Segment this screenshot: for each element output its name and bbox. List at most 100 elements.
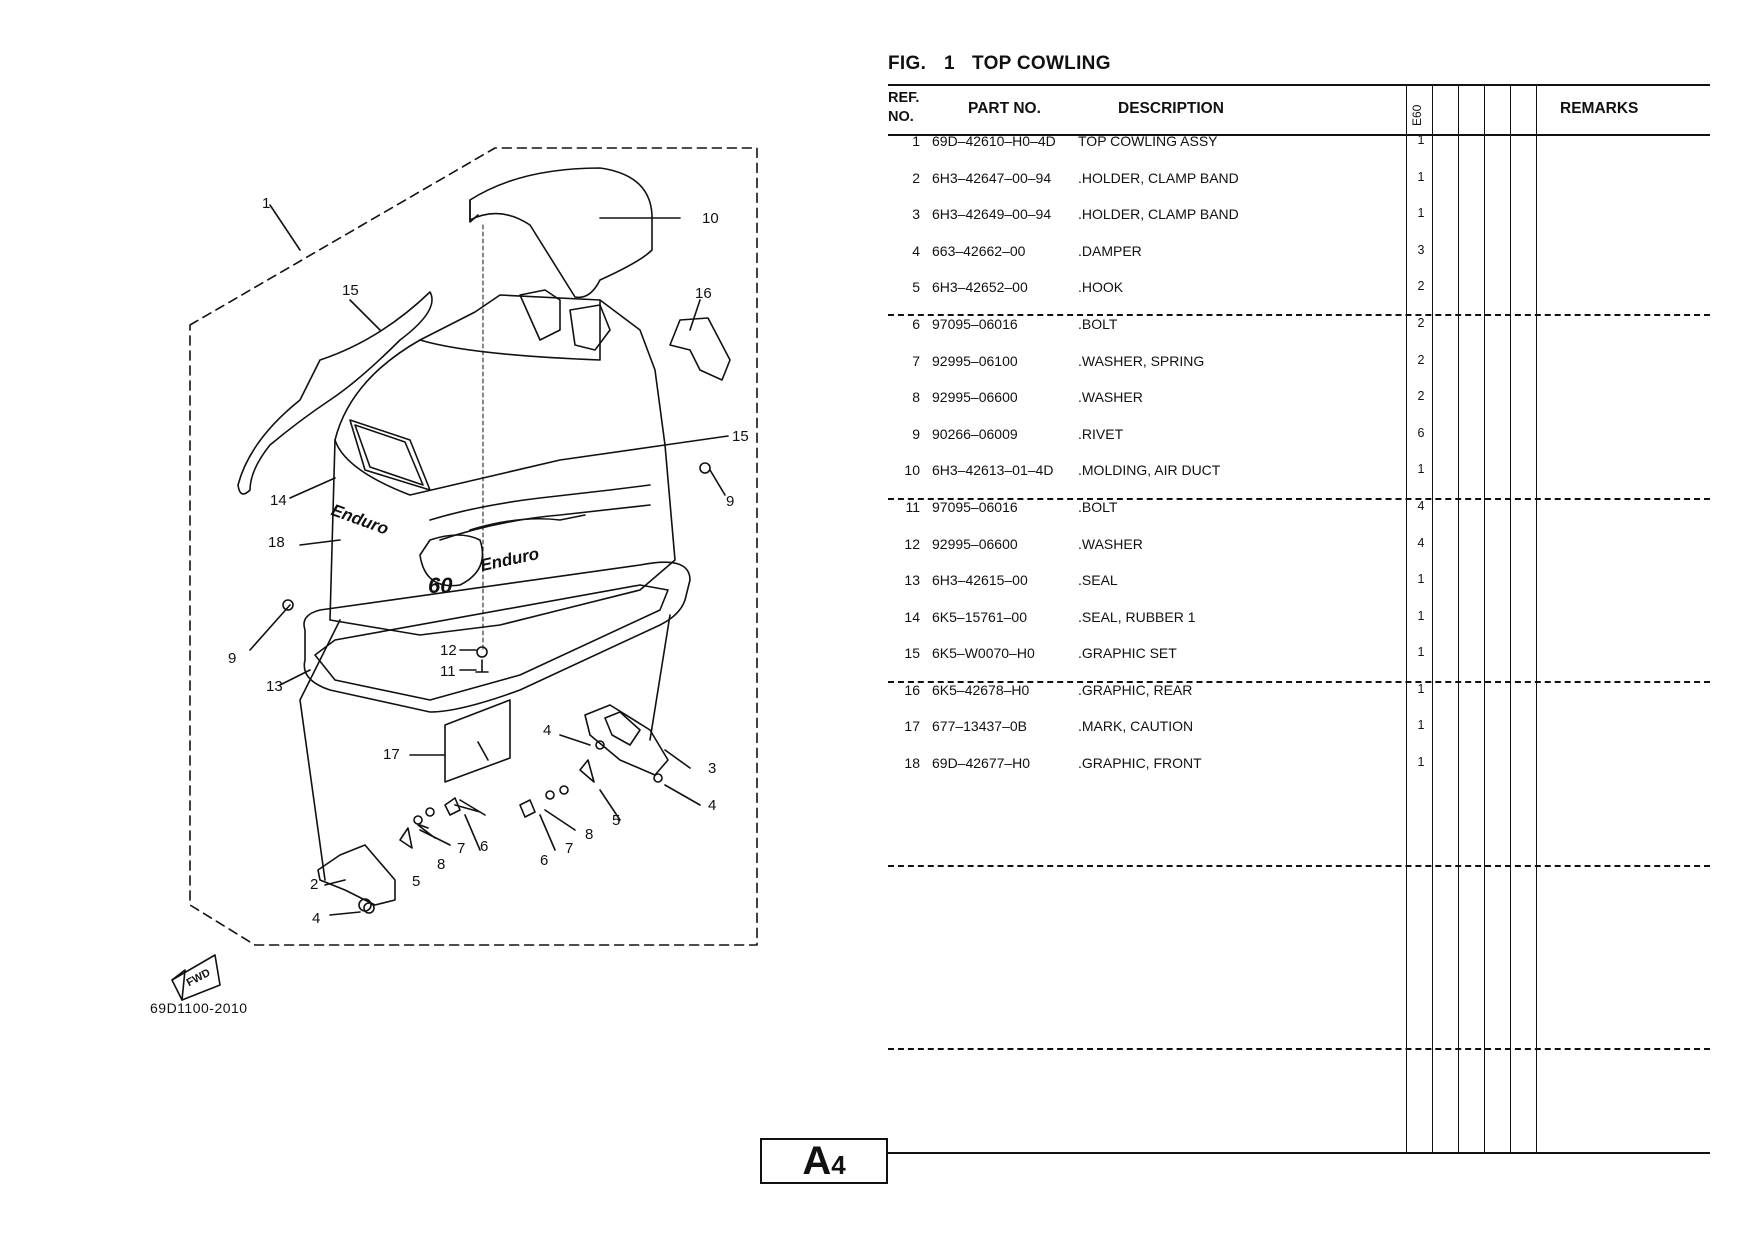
exploded-diagram: Enduro Enduro 60 FWD 1 15 10 16 15 9 14 … <box>0 0 870 1240</box>
description: .SEAL <box>1078 572 1118 588</box>
part-no: 6H3–42613–01–4D <box>932 462 1054 478</box>
part-no: 677–13437–0B <box>932 718 1027 734</box>
cowling-drawing <box>171 147 758 1001</box>
callout: 4 <box>708 797 717 814</box>
column-rule <box>1458 84 1459 1152</box>
callout: 7 <box>457 840 466 857</box>
callout: 14 <box>270 492 287 509</box>
group-separator <box>888 498 1710 500</box>
description: .GRAPHIC, REAR <box>1078 682 1193 698</box>
callout: 16 <box>695 285 712 302</box>
callout: 15 <box>342 282 359 299</box>
part-no: 6H3–42652–00 <box>932 279 1028 295</box>
callout: 2 <box>310 876 319 893</box>
column-rule <box>1510 84 1511 1152</box>
description: .WASHER <box>1078 389 1143 405</box>
ref-no: 17 <box>904 718 920 734</box>
quantity: 4 <box>1417 536 1425 550</box>
callout: 5 <box>412 873 421 890</box>
ref-no: 9 <box>912 426 920 442</box>
group-separator <box>888 1048 1710 1050</box>
figure-name: TOP COWLING <box>972 53 1111 74</box>
callout: 6 <box>540 852 549 869</box>
callout: 4 <box>543 722 552 739</box>
air-duct-molding <box>469 167 653 299</box>
figure-label: FIG. <box>888 53 927 74</box>
callout: 15 <box>732 428 749 445</box>
callout: 1 <box>262 195 271 212</box>
model-badge-text: 60 <box>428 573 453 598</box>
table-row: 16 6K5–42678–H0 .GRAPHIC, REAR 1 <box>888 682 1424 702</box>
description: .MOLDING, AIR DUCT <box>1078 462 1221 478</box>
caution-mark <box>444 699 511 783</box>
part-no: 6H3–42649–00–94 <box>932 206 1052 222</box>
description: .BOLT <box>1078 499 1118 515</box>
column-rule <box>1432 84 1433 1152</box>
part-no: 90266–06009 <box>932 426 1018 442</box>
quantity: 1 <box>1417 133 1425 147</box>
ref-no: 5 <box>912 279 920 295</box>
description: .SEAL, RUBBER 1 <box>1078 609 1196 625</box>
callout: 8 <box>437 856 446 873</box>
header-ref-line1: REF. <box>888 90 920 106</box>
callout: 17 <box>383 746 400 763</box>
group-separator <box>888 314 1710 316</box>
description: .HOLDER, CLAMP BAND <box>1078 206 1239 222</box>
ref-no: 11 <box>905 499 920 515</box>
ref-no: 18 <box>904 755 920 771</box>
callout: 10 <box>702 210 719 227</box>
quantity: 1 <box>1417 718 1425 732</box>
page-number-box: A4 <box>760 1138 888 1184</box>
callout: 11 <box>440 663 456 680</box>
description: .GRAPHIC SET <box>1078 645 1177 661</box>
quantity: 2 <box>1417 389 1425 403</box>
quantity: 1 <box>1417 170 1425 184</box>
column-rule <box>1536 84 1537 1152</box>
part-no: 6K5–42678–H0 <box>932 682 1030 698</box>
ref-no: 6 <box>912 316 920 332</box>
callout: 8 <box>585 826 594 843</box>
part-no: 6K5–W0070–H0 <box>932 645 1035 661</box>
header-part-no: PART NO. <box>968 100 1041 117</box>
part-no: 92995–06100 <box>932 353 1018 369</box>
callout: 3 <box>708 760 717 777</box>
description: .GRAPHIC, FRONT <box>1078 755 1202 771</box>
callout: 6 <box>480 838 489 855</box>
column-rule <box>1484 84 1485 1152</box>
quantity: 2 <box>1417 279 1425 293</box>
ref-no: 12 <box>904 536 920 552</box>
assembly-boundary <box>189 147 758 946</box>
figure-number: 1 <box>944 53 955 74</box>
holder-left <box>317 844 396 906</box>
description: .BOLT <box>1078 316 1118 332</box>
quantity: 3 <box>1417 243 1425 257</box>
part-no: 69D–42610–H0–4D <box>932 133 1056 149</box>
rear-graphic <box>669 317 731 381</box>
seal <box>303 561 691 713</box>
description: .RIVET <box>1078 426 1124 442</box>
ref-no: 10 <box>904 462 920 478</box>
group-separator <box>888 865 1710 867</box>
callout: 9 <box>726 493 735 510</box>
quantity: 1 <box>1417 645 1425 659</box>
ref-no: 2 <box>912 170 920 186</box>
part-no: 97095–06016 <box>932 499 1018 515</box>
callout: 4 <box>312 910 321 927</box>
ref-no: 7 <box>912 353 920 369</box>
quantity: 1 <box>1417 682 1425 696</box>
callout: 7 <box>565 840 574 857</box>
ref-no: 16 <box>904 682 920 698</box>
table-bottom-rule <box>888 1152 1710 1154</box>
ref-no: 1 <box>912 133 920 149</box>
group-separator <box>888 681 1710 683</box>
side-graphic <box>237 291 433 495</box>
part-no: 97095–06016 <box>932 316 1018 332</box>
